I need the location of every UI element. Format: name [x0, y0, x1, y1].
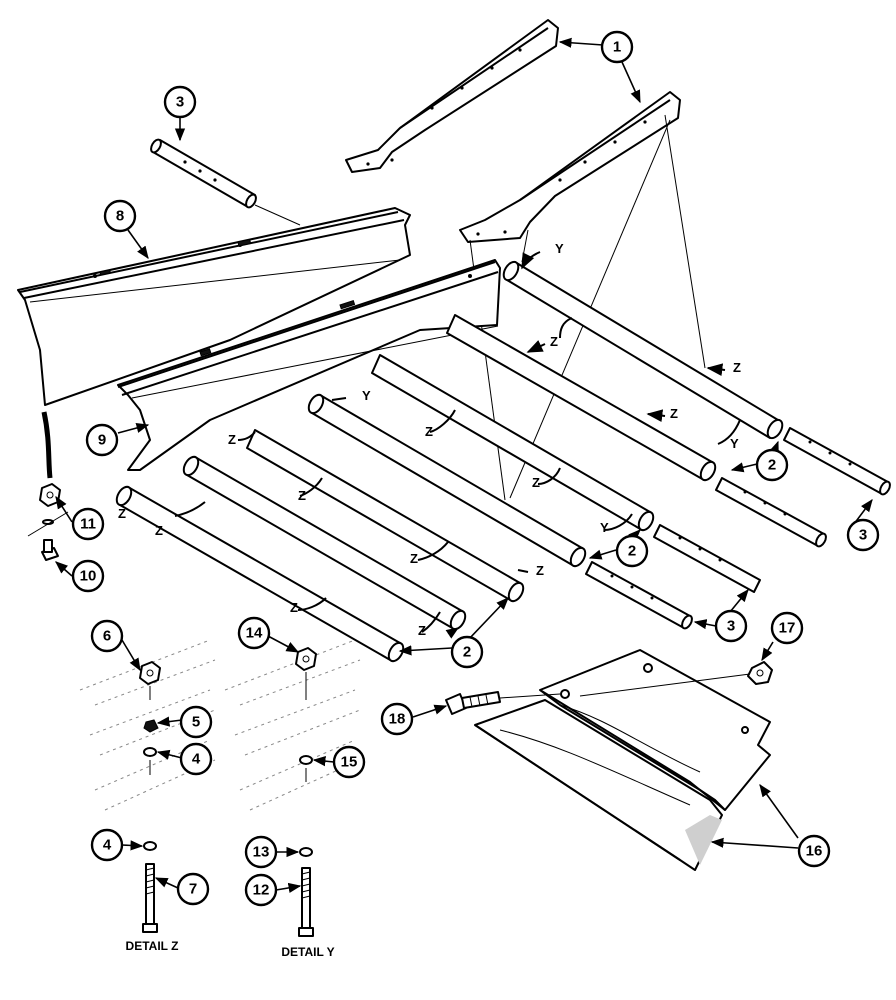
svg-text:8: 8: [116, 208, 124, 225]
ref-y-1: Y: [555, 241, 564, 256]
perforated-tube-top: [150, 138, 257, 209]
svg-text:13: 13: [253, 844, 270, 861]
nut-17: [747, 661, 773, 685]
ref-y-3: Y: [730, 436, 739, 451]
callout-1: 1: [600, 30, 634, 64]
svg-text:3: 3: [727, 618, 735, 635]
callout-18: 18: [380, 702, 414, 736]
ref-z-1: Z: [733, 360, 741, 375]
callout-13: 13: [244, 835, 278, 869]
ref-y-2: Y: [362, 388, 371, 403]
ref-z-8: Z: [118, 506, 126, 521]
callout-14: 14: [237, 616, 271, 650]
callout-2-right: 2: [755, 448, 789, 482]
svg-text:17: 17: [779, 620, 796, 637]
svg-text:10: 10: [80, 568, 97, 585]
perforated-tubes-right: [585, 427, 891, 630]
svg-text:15: 15: [341, 754, 358, 771]
svg-text:5: 5: [192, 714, 200, 731]
callout-11: 11: [71, 507, 105, 541]
callout-17: 17: [770, 611, 804, 645]
callout-2-left: 2: [450, 635, 484, 669]
svg-text:18: 18: [389, 711, 406, 728]
svg-text:16: 16: [806, 843, 823, 860]
svg-text:14: 14: [246, 625, 263, 642]
ref-z-9: Z: [155, 523, 163, 538]
callout-3-mid: 3: [714, 609, 748, 643]
deflector-panel-upper: [17, 207, 411, 406]
bracket-lower: [459, 91, 681, 243]
callout-3-top: 3: [163, 85, 197, 119]
deflector-panel-lower: [117, 259, 501, 471]
ref-labels: Y Z Z Z Y Z Y Z Z Z Y Z Z Z Z Z Z: [118, 241, 741, 638]
callout-16: 16: [797, 834, 831, 868]
callout-10: 10: [71, 559, 105, 593]
callout-6: 6: [90, 619, 124, 653]
callout-7: 7: [176, 872, 210, 906]
detail-z: DETAIL Z: [79, 639, 216, 953]
svg-text:9: 9: [98, 432, 106, 449]
ref-z-11: Z: [536, 563, 544, 578]
ref-z-5: Z: [228, 432, 236, 447]
callout-3-right: 3: [846, 518, 880, 552]
ref-z-3: Z: [670, 406, 678, 421]
svg-text:7: 7: [189, 881, 197, 898]
svg-text:12: 12: [253, 882, 270, 899]
ref-y-4: Y: [600, 520, 609, 535]
ref-z-4: Z: [425, 424, 433, 439]
hardware-10-11: [27, 483, 69, 561]
bolt-18: [445, 691, 501, 715]
ref-z-2: Z: [550, 334, 558, 349]
bracket-upper: [345, 19, 559, 173]
callout-4-upper: 4: [179, 742, 213, 776]
svg-text:1: 1: [613, 39, 621, 56]
detail-y: DETAIL Y: [224, 639, 361, 959]
shield-lower: [474, 699, 723, 871]
svg-text:3: 3: [176, 94, 184, 111]
callout-8: 8: [103, 199, 137, 233]
detail-y-caption: DETAIL Y: [281, 945, 334, 959]
svg-text:3: 3: [859, 527, 867, 544]
ref-z-7: Z: [532, 475, 540, 490]
callout-2-mid: 2: [615, 534, 649, 568]
svg-text:4: 4: [103, 837, 112, 854]
svg-text:2: 2: [768, 457, 776, 474]
ref-z-13: Z: [418, 623, 426, 638]
svg-text:2: 2: [628, 543, 636, 560]
callout-9: 9: [85, 423, 119, 457]
callout-15: 15: [332, 745, 366, 779]
ref-z-10: Z: [410, 551, 418, 566]
svg-text:2: 2: [463, 644, 471, 661]
callout-12: 12: [244, 873, 278, 907]
ref-z-12: Z: [290, 600, 298, 615]
tube-group: [115, 260, 784, 663]
callout-5: 5: [179, 705, 213, 739]
svg-text:4: 4: [192, 751, 201, 768]
shield-upper: [539, 649, 771, 811]
callout-leaders: [55, 37, 873, 893]
svg-text:11: 11: [80, 516, 96, 533]
svg-text:6: 6: [103, 628, 111, 645]
detail-z-caption: DETAIL Z: [126, 939, 179, 953]
callout-4-lower: 4: [90, 828, 124, 862]
